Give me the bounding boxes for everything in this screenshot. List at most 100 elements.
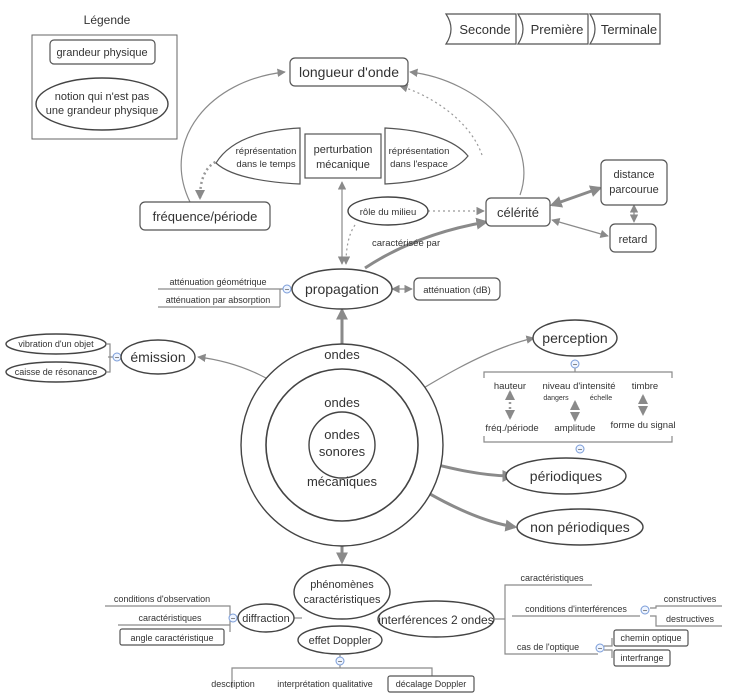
tab-premiere[interactable] <box>516 13 589 45</box>
branch-emission-bracket <box>106 343 111 373</box>
node-conditions-obs: conditions d'observation <box>114 594 210 604</box>
link-celerite-longueur <box>409 68 525 196</box>
node-doppler[interactable] <box>297 625 383 655</box>
node-rep-temps[interactable] <box>215 127 301 185</box>
collapse-diffraction[interactable] <box>228 613 238 623</box>
legend-ellipse-sample <box>35 77 169 131</box>
node-frequence[interactable] <box>139 201 271 231</box>
node-celerite[interactable] <box>485 197 551 227</box>
collapse-conditions-symbol: − <box>643 606 648 615</box>
node-diffraction[interactable] <box>237 603 295 633</box>
node-perturbation[interactable] <box>304 133 382 179</box>
node-role-milieu-label: rôle du milieu <box>360 207 417 218</box>
label-mecaniques: mécaniques <box>307 474 378 489</box>
node-periodiques[interactable] <box>505 457 627 495</box>
collapse-doppler[interactable] <box>335 656 345 666</box>
tab-terminale[interactable] <box>588 13 661 45</box>
node-non-periodiques[interactable] <box>516 508 644 546</box>
node-doppler-label: effet Doppler <box>309 635 372 647</box>
node-interfrange-label: interfrange <box>620 653 663 663</box>
node-perception[interactable] <box>532 319 618 357</box>
collapse-attenuation[interactable] <box>282 284 292 294</box>
node-att-geo: atténuation géométrique <box>169 277 266 287</box>
node-rep-espace[interactable] <box>384 127 469 185</box>
node-decalage[interactable] <box>387 675 475 693</box>
node-interferences[interactable] <box>377 600 495 638</box>
node-vibration-label: vibration d'un objet <box>18 339 94 349</box>
node-echelle: échelle <box>590 395 612 402</box>
collapse-perception-bottom-symbol: − <box>578 445 583 454</box>
node-role-milieu[interactable] <box>347 196 429 226</box>
tab-premiere-label: Première <box>531 22 584 37</box>
node-propagation[interactable] <box>291 268 393 310</box>
label-caracterisee: caractérisée par <box>372 238 440 249</box>
branch-diffraction <box>105 605 231 632</box>
tab-seconde-label: Seconde <box>459 22 510 37</box>
node-freq-periode: fréq./période <box>485 423 538 434</box>
node-phenomenes-label-1: phénomènes <box>310 579 374 591</box>
node-niveau: niveau d'intensité <box>542 381 615 392</box>
node-constructives: constructives <box>664 594 717 604</box>
legend-ellipse-label-2: une grandeur physique <box>46 105 159 117</box>
node-rep-espace-label-1: réprésentation <box>389 146 450 157</box>
node-periodiques-label: périodiques <box>530 468 602 484</box>
node-retard-label: retard <box>619 234 648 246</box>
node-phenomenes[interactable] <box>293 564 391 620</box>
link-celerite-distance <box>549 185 603 208</box>
collapse-diffraction-symbol: − <box>231 614 236 623</box>
node-att-db[interactable] <box>413 277 501 301</box>
node-angle[interactable] <box>119 628 225 646</box>
node-rep-temps-label-1: réprésentation <box>236 146 297 157</box>
label-sonores: sonores <box>319 444 366 459</box>
node-emission[interactable] <box>120 339 196 375</box>
node-phenomenes-label-2: caractéristiques <box>303 594 381 606</box>
link-milieu-propagation <box>341 224 356 265</box>
node-dangers: dangers <box>543 395 569 402</box>
collapse-perception-bottom[interactable] <box>575 444 585 454</box>
collapse-optique[interactable] <box>595 643 605 653</box>
link-espace-longueur <box>399 84 483 156</box>
branch-constructives <box>650 605 722 609</box>
link-temps-frequence <box>195 158 221 200</box>
collapse-perception-top[interactable] <box>570 359 580 369</box>
collapse-perception-top-symbol: − <box>573 360 578 369</box>
node-rep-espace-label-2: dans l'espace <box>390 159 448 170</box>
branch-chemin <box>604 638 613 647</box>
collapse-doppler-symbol: − <box>338 657 343 666</box>
node-perturbation-label-1: perturbation <box>314 144 373 156</box>
node-att-abs: atténuation par absorption <box>166 295 271 305</box>
collapse-optique-symbol: − <box>598 644 603 653</box>
collapse-attenuation-symbol: − <box>285 285 290 294</box>
node-description: description <box>211 679 255 689</box>
node-interferences-label: interférences 2 ondes <box>378 613 493 627</box>
circle-ondes-sonores[interactable] <box>308 411 376 479</box>
node-frequence-label: fréquence/période <box>153 209 258 224</box>
tab-seconde[interactable] <box>444 13 517 45</box>
collapse-conditions[interactable] <box>640 605 650 615</box>
node-longueur-onde-label: longueur d'onde <box>299 64 399 80</box>
node-perturbation-label-2: mécanique <box>316 159 370 171</box>
legend-title: Légende <box>84 13 131 27</box>
legend: Légende grandeur physique notion qui n'e… <box>31 13 178 140</box>
node-interfrange[interactable] <box>613 649 671 667</box>
node-emission-label: émission <box>130 349 185 365</box>
label-ondes-middle: ondes <box>324 395 360 410</box>
node-longueur-onde[interactable] <box>289 57 409 87</box>
node-hauteur: hauteur <box>494 381 526 392</box>
node-caisse-label: caisse de résonance <box>15 367 98 377</box>
node-att-db-label: atténuation (dB) <box>423 285 491 296</box>
node-diffraction-label: diffraction <box>242 613 290 625</box>
label-ondes-outer: ondes <box>324 347 360 362</box>
tab-terminale-label: Terminale <box>601 22 657 37</box>
node-perception-label: perception <box>542 330 607 346</box>
node-distance[interactable] <box>600 159 668 206</box>
node-caracteristiques-int: caractéristiques <box>520 573 584 583</box>
node-amplitude: amplitude <box>554 423 595 434</box>
branch-interfrange <box>604 649 613 658</box>
node-celerite-label: célérité <box>497 205 539 220</box>
node-chemin-optique[interactable] <box>613 629 689 647</box>
node-distance-label-2: parcourue <box>609 184 659 196</box>
branch-interferences <box>504 584 512 655</box>
node-retard[interactable] <box>609 223 657 253</box>
